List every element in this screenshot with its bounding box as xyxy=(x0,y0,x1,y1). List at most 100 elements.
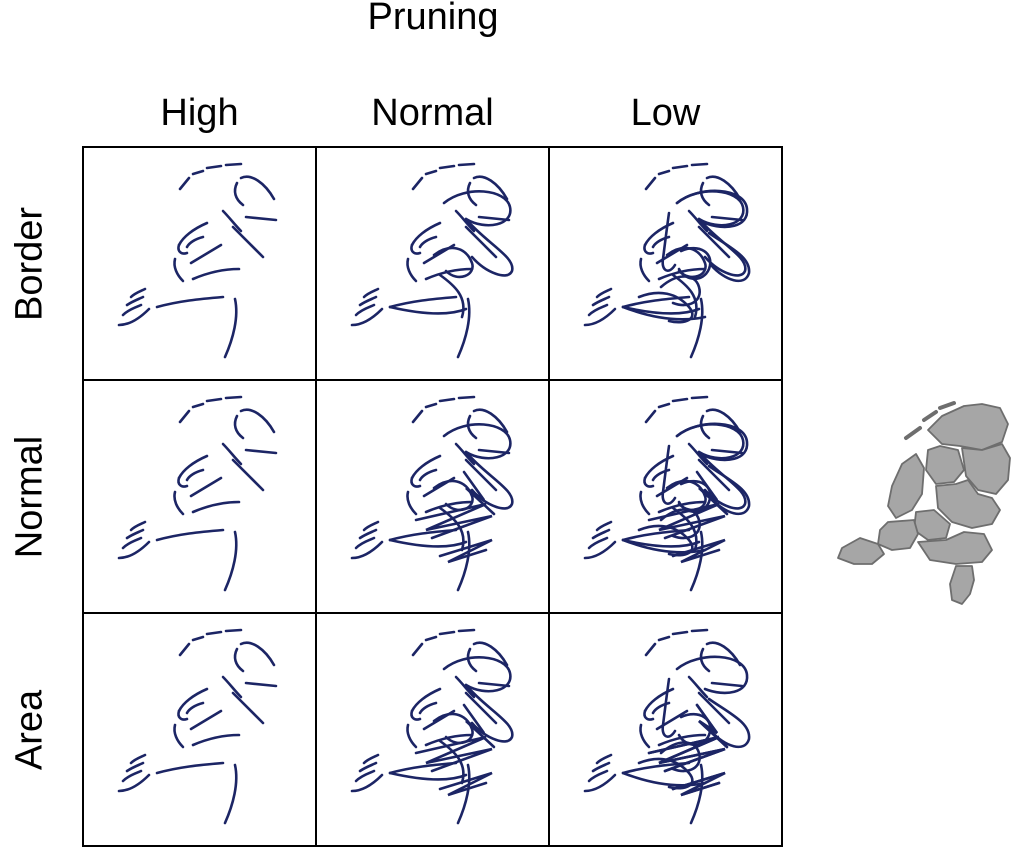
outline-stroke xyxy=(177,221,209,247)
outline-stroke xyxy=(639,490,651,516)
cell-border-low xyxy=(548,146,783,381)
outline-stroke xyxy=(621,771,707,787)
outline-stroke xyxy=(224,162,243,167)
outline-stroke xyxy=(639,723,651,749)
outline-stroke xyxy=(690,395,709,400)
outline-stroke xyxy=(442,190,512,227)
outline-stroke xyxy=(239,408,276,434)
outline-stroke xyxy=(185,468,205,482)
outline-stroke xyxy=(185,701,205,715)
outline-stroke xyxy=(121,536,143,550)
outline-stroke xyxy=(438,771,493,797)
outline-stroke xyxy=(125,528,145,540)
outline-stroke xyxy=(466,414,478,440)
outline-stroke xyxy=(239,175,276,201)
outline-stroke xyxy=(643,709,655,721)
column-header-low: Low xyxy=(630,92,701,134)
outline-stroke xyxy=(699,181,711,207)
outline-stroke xyxy=(591,761,611,773)
outline-stroke xyxy=(472,408,509,434)
outline-stroke xyxy=(223,530,238,592)
outline-stroke xyxy=(350,773,384,793)
outline-stroke xyxy=(647,735,726,773)
outline-stroke xyxy=(675,189,749,229)
outline-stroke xyxy=(457,162,476,167)
outline-stroke xyxy=(657,402,671,409)
outline-stroke xyxy=(687,675,709,699)
outline-stroke xyxy=(442,423,512,460)
outline-stroke xyxy=(438,273,465,319)
outline-stroke xyxy=(464,225,498,259)
outline-stroke xyxy=(354,536,376,550)
outline-stroke xyxy=(354,303,376,317)
cell-frame xyxy=(315,379,550,614)
outline-stroke xyxy=(388,771,468,781)
outline-stroke xyxy=(442,656,512,693)
outline-stroke xyxy=(177,243,189,255)
outline-stroke xyxy=(637,291,694,324)
outline-stroke xyxy=(472,641,509,667)
outline-stroke xyxy=(189,243,223,265)
outline-stroke xyxy=(657,169,671,176)
outline-stroke xyxy=(410,221,442,247)
outline-stroke xyxy=(191,635,205,642)
outline-stroke xyxy=(178,642,191,657)
outline-stroke xyxy=(689,297,704,359)
outline-stroke xyxy=(410,709,422,721)
outline-stroke xyxy=(362,753,380,765)
outline-stroke xyxy=(177,476,189,488)
outline-stroke xyxy=(464,691,498,725)
outline-stroke xyxy=(675,422,749,462)
outline-stroke xyxy=(466,647,478,673)
outline-stroke xyxy=(362,287,380,299)
outline-stroke xyxy=(661,677,677,738)
outline-stroke xyxy=(583,307,617,327)
outline-stroke xyxy=(477,215,511,222)
cell-frame xyxy=(315,612,550,847)
outline-stroke xyxy=(477,448,511,455)
outline-stroke xyxy=(697,458,731,492)
outline-stroke xyxy=(690,162,709,167)
outline-stroke xyxy=(117,307,151,327)
outline-stroke xyxy=(223,763,238,825)
outline-stroke xyxy=(406,257,418,283)
outline-stroke xyxy=(129,753,147,765)
island-shape xyxy=(904,426,922,440)
outline-stroke xyxy=(637,757,694,790)
outline-stroke xyxy=(661,211,677,272)
outline-stroke xyxy=(655,709,689,731)
outline-stroke xyxy=(411,642,424,657)
outline-stroke xyxy=(177,709,189,721)
outline-stroke xyxy=(221,209,243,233)
outline-stroke xyxy=(125,295,145,307)
outline-stroke xyxy=(647,502,726,540)
outline-stroke xyxy=(221,675,243,699)
outline-stroke xyxy=(438,397,456,403)
outline-stroke xyxy=(231,691,265,725)
outline-stroke xyxy=(177,454,209,480)
outline-stroke xyxy=(406,490,418,516)
outline-stroke xyxy=(388,538,468,548)
outline-stroke xyxy=(239,641,276,667)
cell-frame xyxy=(548,612,783,847)
outline-stroke xyxy=(651,235,671,249)
outline-stroke xyxy=(671,164,689,170)
outline-stroke xyxy=(464,217,514,277)
outline-stroke xyxy=(591,295,611,307)
outline-stroke xyxy=(661,444,677,505)
outline-stroke xyxy=(595,520,613,532)
cell-border-high xyxy=(82,146,317,381)
province-shape xyxy=(887,453,925,519)
outline-stroke xyxy=(456,297,471,359)
outline-stroke xyxy=(637,524,694,557)
outline-stroke xyxy=(438,739,465,785)
outline-stroke xyxy=(644,642,657,657)
outline-stroke xyxy=(117,773,151,793)
outline-stroke xyxy=(643,476,655,488)
outline-stroke xyxy=(224,395,243,400)
outline-stroke xyxy=(411,176,424,191)
outline-stroke xyxy=(591,528,611,540)
outline-stroke xyxy=(689,763,704,825)
outline-stroke xyxy=(643,221,675,247)
outline-stroke xyxy=(651,701,671,715)
